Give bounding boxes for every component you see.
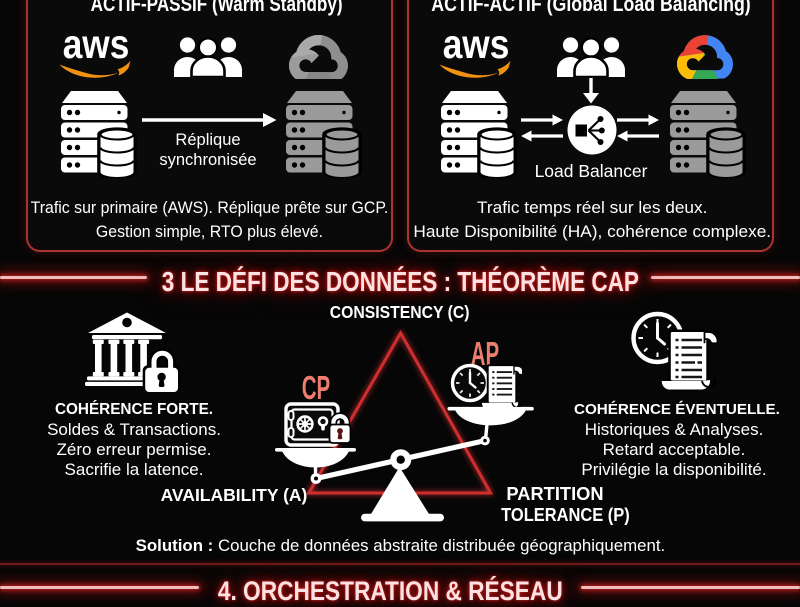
svg-text:aws: aws [63,29,130,68]
svg-text:aws: aws [443,29,510,68]
